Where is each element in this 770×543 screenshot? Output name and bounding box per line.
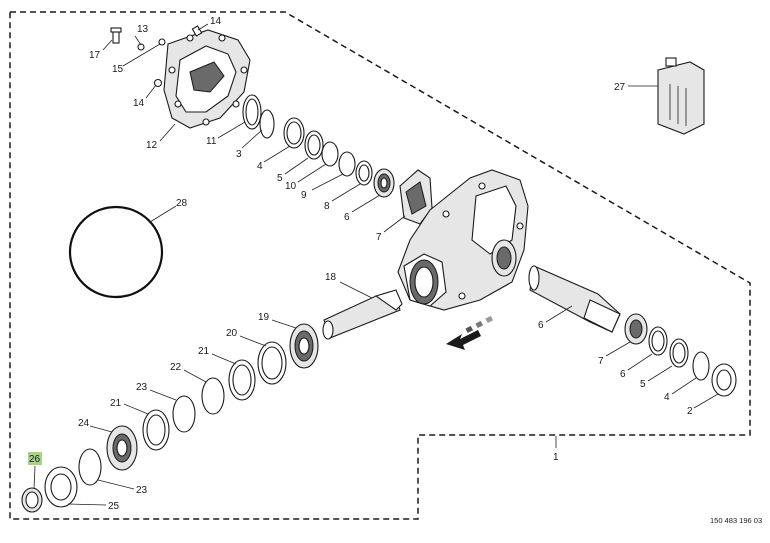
circlip-3-upper [259,109,275,139]
callout-25: 25 [108,501,120,512]
bearing-24 [106,425,138,471]
nut-14-lower [153,78,163,88]
ring-5-right [648,326,668,356]
callout-5-upper: 5 [277,173,283,184]
callout-2: 2 [687,406,693,417]
callout-6-upper: 6 [344,212,350,223]
reference-number: 150 483 196 03 [710,516,762,525]
callout-21-lower: 21 [110,398,122,409]
callout-23-lower: 23 [136,485,148,496]
callout-27: 27 [614,82,626,93]
callout-4-right: 5 [640,379,646,390]
callout-19: 19 [258,312,270,323]
o-ring-28 [68,205,164,299]
callout-12: 11 [206,136,217,147]
callout-14-upper: 13 [137,24,149,35]
ring-12 [242,94,262,130]
callout-13: 12 [146,140,158,151]
cover-plate [163,29,251,129]
callout-7: 6 [538,320,544,331]
callout-8: 7 [376,232,382,243]
direction-arrow [446,315,494,350]
callout-labels: 17 13 14 15 14 12 11 3 4 5 10 9 8 6 7 28… [29,16,762,525]
callout-17: 17 [89,50,101,61]
ring-4-upper [283,117,305,149]
callout-20: 20 [226,328,238,339]
bearing-6-right [624,313,648,345]
callout-18: 18 [325,272,337,283]
callout-11: 10 [285,181,297,192]
callout-9: 8 [324,201,330,212]
callout-3-upper: 3 [236,149,242,160]
circlip-3-right [692,351,710,381]
callout-10: 9 [301,190,307,201]
callout-15: 14 [210,16,222,27]
seal-25 [44,466,78,508]
circlip-22 [201,377,225,415]
callout-26: 26 [29,454,41,465]
assembly-boundary [9,11,751,520]
callout-21-upper: 21 [198,346,210,357]
shaft-18 [322,289,403,340]
ring-21-upper [228,359,256,401]
ring-21-lower [142,409,170,451]
callout-16: 15 [112,64,124,75]
callout-4-upper: 4 [257,161,263,172]
bearing-6-upper [373,168,395,198]
circlip-23-lower [78,448,102,486]
callout-14-lower: 14 [133,98,145,109]
washer-16 [158,38,166,46]
callout-3-right: 4 [664,392,670,403]
callout-highlight [28,452,42,465]
callout-24: 24 [78,418,90,429]
seal-2 [711,363,737,397]
ring-4-right [669,338,689,368]
circlip-23-upper [172,395,196,433]
shim-11 [321,141,339,167]
leader-lines [33,23,719,506]
callout-28: 28 [176,198,188,209]
shim-10 [338,151,356,177]
callout-22: 22 [170,362,182,373]
cap-26 [21,487,43,513]
callout-6-right: 7 [598,356,604,367]
ring-9 [355,160,373,186]
gear-housing [397,169,529,311]
ring-20 [257,341,287,385]
bolt-17 [110,27,122,44]
ring-5-upper [304,130,324,160]
callout-23-upper: 23 [136,382,148,393]
oil-can-27 [657,57,705,135]
bearing-19 [289,323,319,369]
pinion-shaft-7 [528,265,621,333]
nut-14-upper [137,43,145,51]
callout-1: 1 [553,452,559,463]
callout-5-right: 6 [620,369,626,380]
